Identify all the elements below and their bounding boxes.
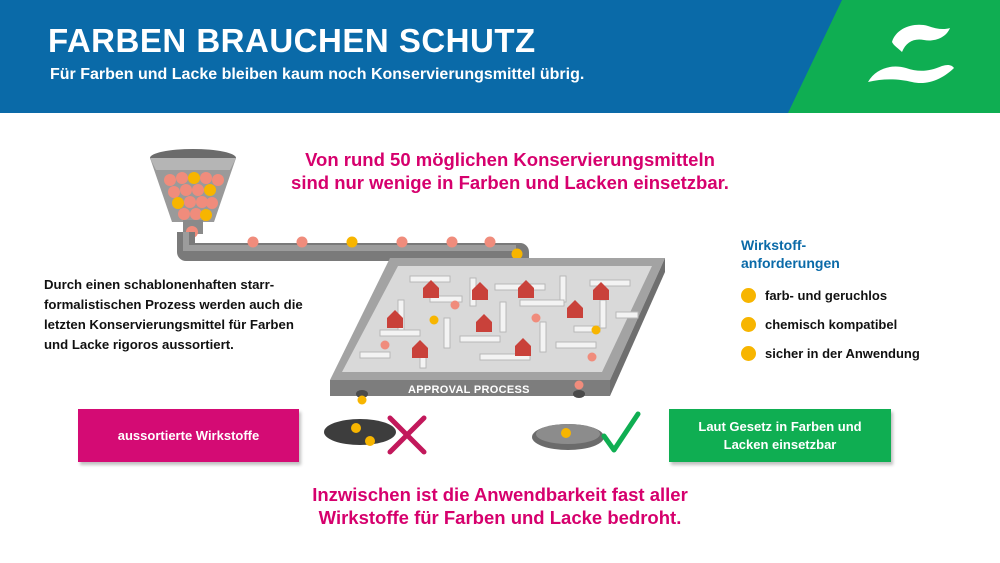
page-subtitle: Für Farben und Lacke bleiben kaum noch K… [50, 66, 585, 83]
bullet-dot-icon [741, 317, 756, 332]
requirements-title: Wirkstoff- anforderungen [741, 236, 840, 272]
approve-check-icon [601, 411, 641, 453]
footer-line-1: Inzwischen ist die Anwendbarkeit fast al… [312, 484, 688, 505]
headline-line-1: Von rund 50 möglichen Konservierungsmitt… [305, 149, 715, 170]
bullet-dot-icon [741, 346, 756, 361]
requirement-label: farb- und geruchlos [765, 288, 888, 303]
requirements-title-line-2: anforderungen [741, 255, 840, 271]
rejected-pit [324, 419, 396, 446]
maze-label: APPROVAL PROCESS [408, 384, 530, 396]
approved-pit [532, 424, 604, 450]
page-title: FARBEN BRAUCHEN SCHUTZ [48, 22, 536, 59]
wave-logo-icon [868, 24, 954, 84]
reject-cross-icon [387, 415, 427, 455]
footer-statement: Inzwischen ist die Anwendbarkeit fast al… [230, 483, 770, 529]
headline-line-2: sind nur wenige in Farben und Lacken ein… [291, 172, 729, 193]
header-green-corner [788, 0, 1000, 113]
requirement-item: sicher in der Anwendung [741, 346, 920, 361]
approved-substances-box: Laut Gesetz in Farben und Lacken einsetz… [669, 409, 891, 462]
requirement-item: farb- und geruchlos [741, 288, 887, 303]
funnel-icon [150, 149, 236, 238]
maze-platform [330, 258, 665, 405]
requirement-label: sicher in der Anwendung [765, 346, 920, 361]
requirement-item: chemisch kompatibel [741, 317, 897, 332]
rejected-substances-box: aussortierte Wirkstoffe [78, 409, 299, 462]
footer-line-2: Wirkstoffe für Farben und Lacke bedroht. [318, 507, 682, 528]
headline: Von rund 50 möglichen Konservierungsmitt… [250, 148, 770, 194]
rejected-substances-label: aussortierte Wirkstoffe [117, 428, 260, 443]
bullet-dot-icon [741, 288, 756, 303]
requirement-label: chemisch kompatibel [765, 317, 898, 332]
approved-substances-label: Laut Gesetz in Farben und Lacken einsetz… [698, 418, 862, 452]
process-description: Durch einen schablonenhaften starr-forma… [44, 277, 303, 352]
requirements-title-line-1: Wirkstoff- [741, 237, 807, 253]
approval-process-illustration [150, 149, 665, 455]
